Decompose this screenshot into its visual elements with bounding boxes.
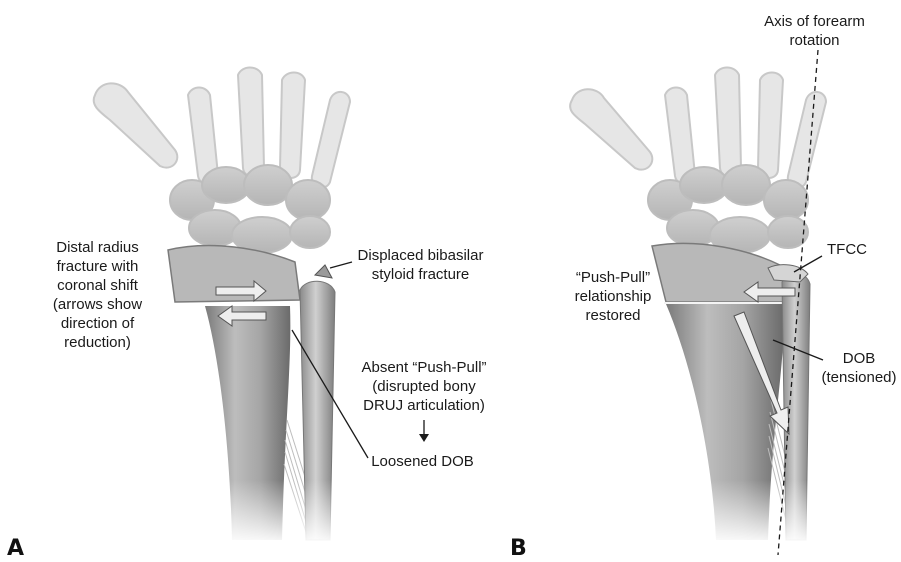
carpal-bones-a (170, 165, 330, 253)
tfcc-leader-line (794, 256, 822, 272)
push-pull-absent-label: Absent “Push-Pull” (disrupted bony DRUJ … (348, 358, 500, 415)
styloid-fracture-label: Displaced bibasilar styloid fracture (348, 246, 493, 284)
styloid-fragment-a (315, 265, 332, 278)
carpal-bones-b (648, 165, 808, 253)
panel-b-letter: B (510, 536, 527, 561)
loosened-dob-label: Loosened DOB (360, 452, 485, 471)
tfcc-label: TFCC (827, 240, 887, 259)
axis-rotation-label: Axis of forearm rotation (752, 12, 877, 50)
push-pull-restored-label: “Push-Pull” relationship restored (558, 268, 668, 325)
push-pull-arrowhead-icon (419, 434, 429, 442)
dob-tensioned-label: DOB (tensioned) (818, 349, 900, 387)
panel-a-letter: A (7, 536, 24, 561)
fracture-label: Distal radius fracture with coronal shif… (20, 238, 175, 352)
